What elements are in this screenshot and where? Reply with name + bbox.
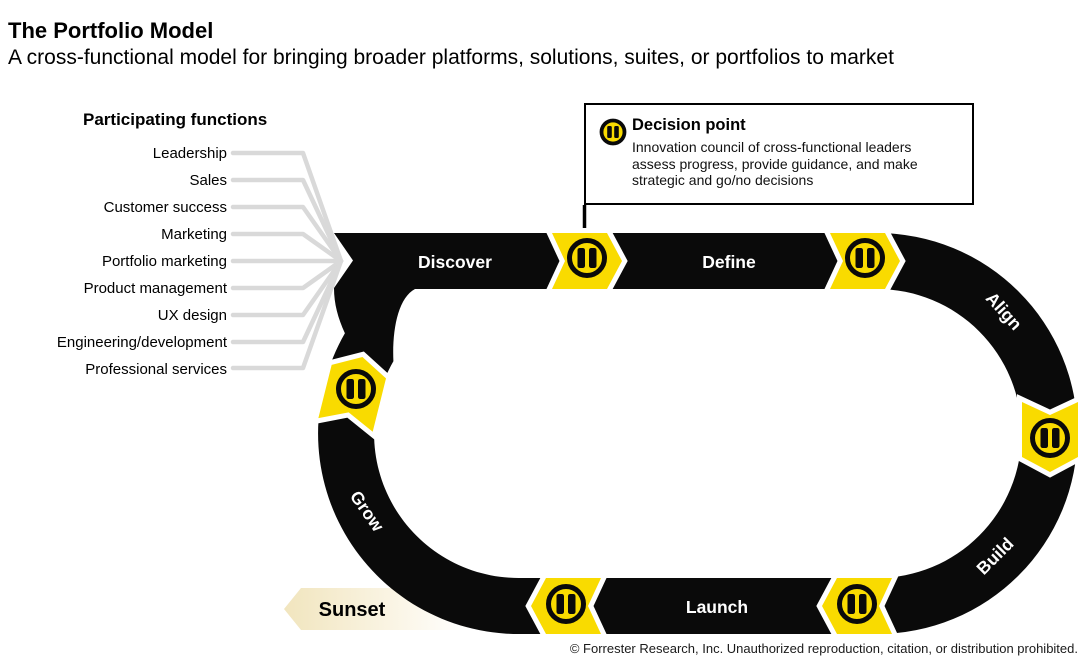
decision-point-description: Innovation council of cross-functional l… bbox=[632, 139, 918, 189]
phase-label-launch: Launch bbox=[686, 597, 748, 617]
decision-chevron-discover-define bbox=[544, 228, 628, 294]
function-label-ux-design: UX design bbox=[157, 307, 227, 324]
decision-chevron-align-build bbox=[1017, 394, 1083, 478]
page-title: The Portfolio Model bbox=[8, 18, 214, 43]
decision-chevron-launch-grow bbox=[525, 573, 609, 639]
function-label-professional-services: Professional services bbox=[85, 361, 227, 378]
pause-icon bbox=[1030, 418, 1070, 458]
decision-chevron-define-align bbox=[822, 228, 906, 294]
participating-functions-heading: Participating functions bbox=[83, 110, 268, 129]
participating-functions-list: Leadership Sales Customer success Market… bbox=[0, 140, 227, 383]
phase-label-sunset: Sunset bbox=[319, 599, 386, 621]
function-label-portfolio-marketing: Portfolio marketing bbox=[101, 253, 227, 270]
pause-icons bbox=[336, 238, 1070, 624]
decision-point-description-line: strategic and go/no decisions bbox=[632, 172, 814, 188]
track-loop bbox=[318, 233, 1078, 634]
funnel-line bbox=[230, 231, 344, 264]
pause-icon bbox=[845, 238, 885, 278]
funnel-line bbox=[230, 177, 344, 264]
function-label-engineering-development: Engineering/development bbox=[56, 334, 227, 351]
pause-icon bbox=[567, 238, 607, 278]
decision-point-title: Decision point bbox=[632, 116, 746, 134]
pause-icon bbox=[599, 118, 627, 146]
funnel-line bbox=[230, 258, 344, 318]
funnel-line bbox=[230, 258, 344, 291]
decision-markers bbox=[311, 228, 1083, 639]
funnel-line bbox=[230, 258, 344, 371]
decision-chevron-build-launch bbox=[816, 573, 900, 639]
decision-point-callout: Decision point Innovation council of cro… bbox=[584, 103, 974, 205]
page-subtitle: A cross-functional model for bringing br… bbox=[8, 46, 894, 69]
function-label-customer-success: Customer success bbox=[103, 199, 227, 216]
pause-icon bbox=[546, 584, 586, 624]
copyright-notice: © Forrester Research, Inc. Unauthorized … bbox=[569, 641, 1078, 656]
funnel-line bbox=[230, 150, 344, 264]
function-label-marketing: Marketing bbox=[161, 226, 227, 243]
phase-label-discover: Discover bbox=[418, 252, 492, 272]
function-label-leadership: Leadership bbox=[152, 145, 227, 162]
participating-functions-funnel bbox=[230, 150, 344, 371]
funnel-line bbox=[230, 258, 344, 345]
function-label-sales: Sales bbox=[189, 172, 227, 189]
decision-point-description-line: Innovation council of cross-functional l… bbox=[632, 139, 912, 155]
pause-icon bbox=[336, 369, 376, 409]
decision-point-description-line: assess progress, provide guidance, and m… bbox=[632, 155, 918, 172]
pause-icon bbox=[837, 584, 877, 624]
funnel-line bbox=[230, 204, 344, 264]
function-label-product-management: Product management bbox=[83, 280, 227, 297]
phase-label-define: Define bbox=[702, 252, 756, 272]
